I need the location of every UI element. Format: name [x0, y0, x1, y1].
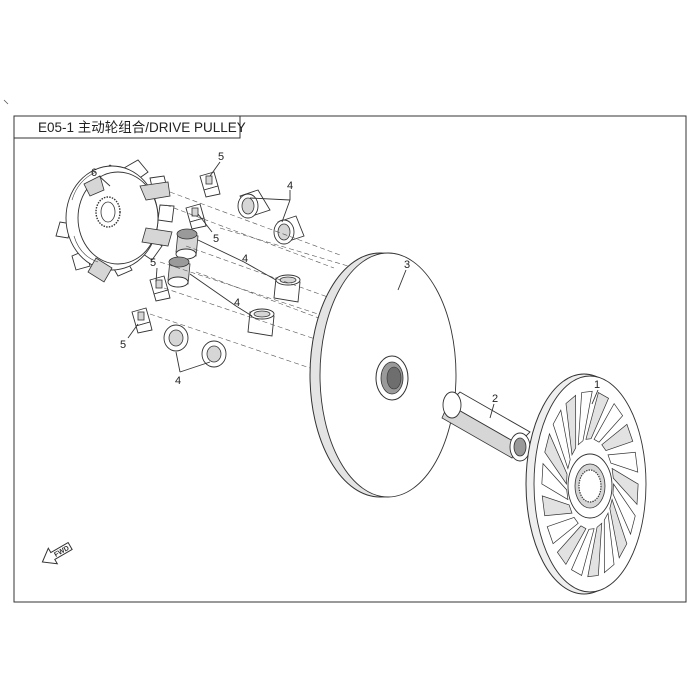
- callout-part-5-mid: 5: [213, 233, 219, 245]
- fan-blade: [544, 432, 568, 486]
- movable-sheave-part: [309, 252, 457, 498]
- slider-piece-bottom: [131, 307, 153, 334]
- roller-weight-1: [237, 189, 271, 219]
- callout-part-2: 2: [492, 393, 498, 405]
- fan-blade: [541, 462, 569, 501]
- roller-weight-4: [167, 256, 191, 288]
- fan-blade: [552, 409, 571, 470]
- callout-part-6: 6: [91, 167, 97, 179]
- callout-part-5-top: 5: [218, 151, 224, 163]
- fan-blade: [603, 512, 615, 574]
- roller-weight-2: [273, 215, 305, 245]
- edge-mark: [3, 99, 9, 105]
- diagram-frame: [13, 115, 687, 603]
- callout-part-3: 3: [404, 259, 410, 271]
- roller-weight-8: [201, 340, 227, 368]
- fan-blade: [565, 394, 577, 456]
- callout-part-4-center: 4: [242, 253, 248, 265]
- fan-blade: [556, 525, 587, 566]
- leader-lines: [98, 161, 599, 419]
- slider-piece-lower: [149, 275, 171, 302]
- fan-blade: [611, 467, 639, 506]
- callout-part-5-lower: 5: [150, 257, 156, 269]
- fan-blade: [577, 390, 593, 446]
- fan-blade: [607, 451, 639, 473]
- callout-part-4-bottom: 4: [175, 375, 181, 387]
- title-box: [13, 115, 241, 139]
- fwd-arrow-icon: FWD: [41, 541, 73, 565]
- callout-part-4-top: 4: [287, 180, 293, 192]
- fan-blade: [601, 423, 634, 452]
- fan-blade: [587, 522, 603, 578]
- ramp-plate-part: [55, 159, 175, 283]
- fan-blade: [593, 402, 624, 443]
- roller-weight-7: [163, 324, 189, 352]
- fan-blade: [609, 498, 628, 559]
- callout-part-5-bottom: 5: [120, 339, 126, 351]
- fwd-label: FWD: [53, 545, 70, 559]
- fixed-sheave-part: [525, 373, 647, 595]
- fan-blade: [612, 482, 636, 536]
- fan-blade: [541, 495, 573, 517]
- sleeve-bushing-part: [441, 391, 531, 462]
- slider-piece-top: [199, 171, 221, 198]
- roller-weight-3: [175, 228, 199, 260]
- callout-part-1: 1: [594, 379, 600, 391]
- callout-labels: 1 2 3 4 4 4 4 5 5 5 5 6: [91, 151, 600, 405]
- fan-blade: [585, 392, 609, 440]
- diagram-title: E05-1 主动轮组合/DRIVE PULLEY: [38, 120, 246, 135]
- fan-blade: [546, 516, 579, 545]
- fan-blade: [571, 528, 595, 576]
- callout-part-4-middle: 4: [234, 297, 240, 309]
- roller-weight-6: [247, 308, 275, 337]
